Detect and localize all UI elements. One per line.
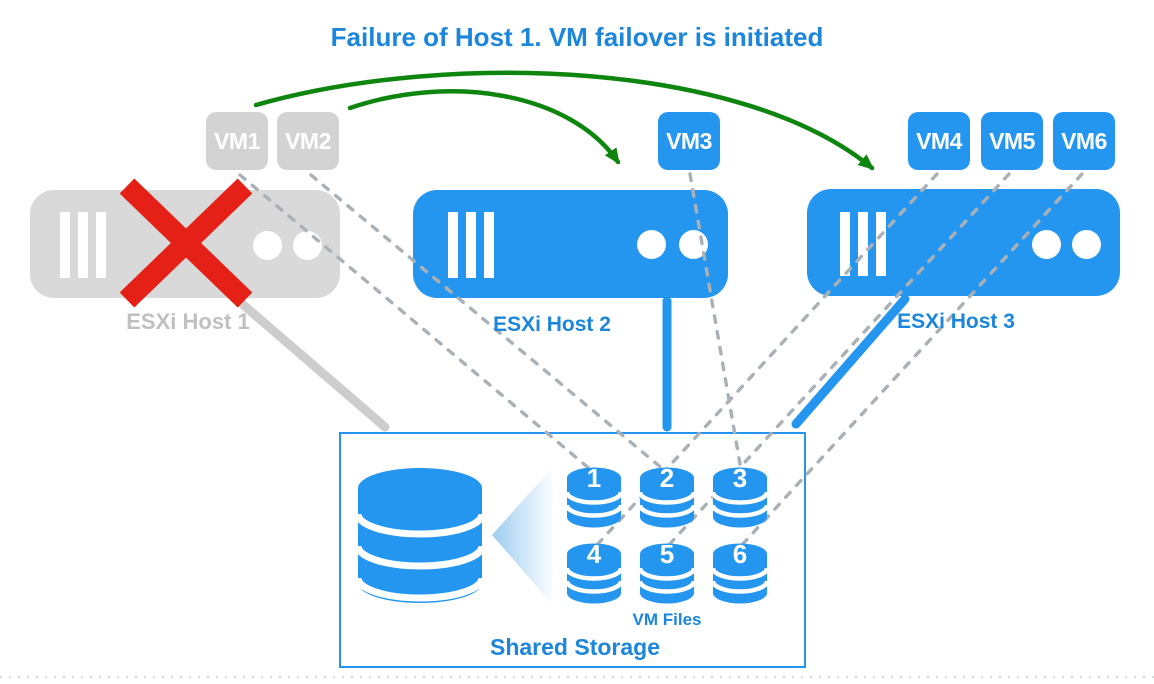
drive-bar — [448, 212, 458, 278]
vm-label: VM5 — [989, 127, 1035, 154]
esxi-host-2-server-icon — [413, 190, 728, 298]
drive-bar — [858, 212, 868, 276]
drive-bar — [840, 212, 850, 276]
led-circle — [293, 231, 322, 260]
disk-number-4: 4 — [586, 539, 602, 569]
led-circle — [1032, 230, 1061, 259]
disk-icon-6 — [710, 543, 770, 604]
dashed-link-vm6-file6 — [739, 172, 1084, 548]
storage-arrow-icon — [492, 467, 553, 605]
esxi-host-3-server-icon — [807, 189, 1120, 296]
vm-label: VM3 — [666, 127, 712, 154]
diagram-title: Failure of Host 1. VM failover is initia… — [330, 22, 824, 52]
esxi-host-3-label: ESXi Host 3 — [897, 310, 1015, 333]
vm-box-vm4: VM4 — [908, 112, 970, 170]
led-circle — [637, 230, 666, 259]
disk-icon-1 — [564, 467, 624, 528]
drive-bays-icon — [60, 212, 106, 278]
disk-icon-3 — [710, 467, 770, 528]
drive-bays-icon — [840, 212, 886, 276]
shared-storage-label: Shared Storage — [490, 634, 660, 660]
dashed-link-vm2-file2 — [309, 173, 666, 472]
vm-box-vm6: VM6 — [1053, 112, 1115, 170]
vm-box-vm2: VM2 — [277, 112, 339, 170]
failover-arrow-vm2-to-host2 — [347, 89, 621, 165]
vm-label: VM4 — [916, 127, 962, 154]
drive-bar — [78, 212, 88, 278]
vm-box-vm3: VM3 — [658, 112, 720, 170]
disk-number-5: 5 — [659, 539, 675, 569]
drive-bar — [60, 212, 70, 278]
disk-number-1: 1 — [586, 463, 602, 493]
disk-icon-2 — [637, 467, 697, 528]
disk-number-6: 6 — [732, 539, 748, 569]
dashed-link-vm1-file1 — [238, 173, 593, 472]
disk-icon-4 — [564, 543, 624, 604]
disk-number-2: 2 — [659, 463, 675, 493]
failure-x-icon — [119, 178, 253, 308]
vm-box-vm5: VM5 — [981, 112, 1043, 170]
vm-file-disk-icons — [564, 467, 770, 604]
drive-bar — [96, 212, 106, 278]
led-circle — [253, 231, 282, 260]
esxi-host-1-label: ESXi Host 1 — [126, 309, 250, 334]
vm-box-vm1: VM1 — [206, 112, 268, 170]
vm-files-label: VM Files — [632, 610, 702, 629]
esxi-host-1-server-icon — [30, 190, 340, 298]
vm-label: VM1 — [214, 127, 260, 154]
vm-label: VM2 — [285, 127, 331, 154]
host1-storage-link-failed — [235, 297, 390, 432]
esxi-host-2-label: ESXi Host 2 — [493, 313, 611, 336]
vm-label: VM6 — [1061, 127, 1107, 154]
led-circle — [1072, 230, 1101, 259]
disk-icon-5 — [637, 543, 697, 604]
failover-arrow-vm1-to-host3 — [253, 70, 875, 171]
drive-bar — [466, 212, 476, 278]
drive-bar — [484, 212, 494, 278]
shared-storage-database-icon — [354, 468, 486, 603]
dashed-link-vm3-file3 — [688, 172, 742, 466]
disk-number-3: 3 — [732, 463, 748, 493]
drive-bays-icon — [448, 212, 494, 278]
drive-bar — [876, 212, 886, 276]
host3-storage-link — [791, 294, 910, 429]
